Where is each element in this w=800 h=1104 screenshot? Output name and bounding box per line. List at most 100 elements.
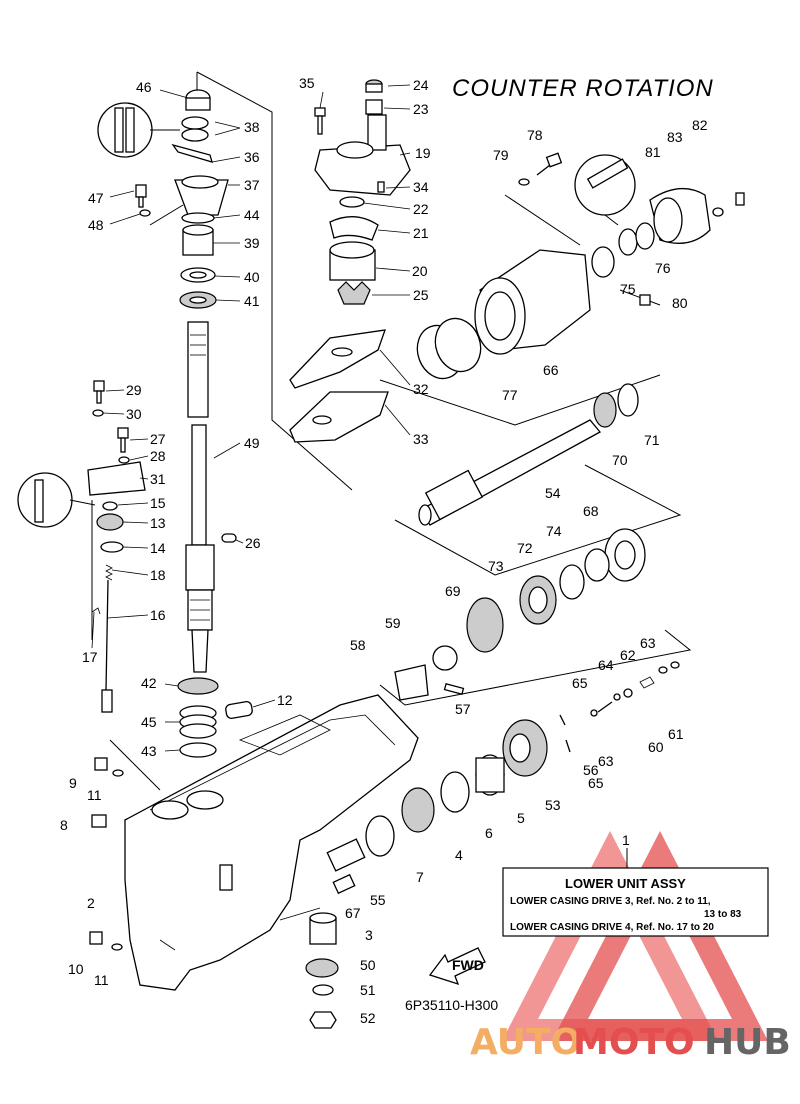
callout-73: 73	[488, 558, 504, 574]
callout-78: 78	[527, 127, 543, 143]
callout-31: 31	[150, 471, 166, 487]
callout-43: 43	[141, 743, 157, 759]
callout-26: 26	[245, 535, 261, 551]
legend-row1a: LOWER CASING DRIVE 3, Ref. No. 2 to 11,	[510, 896, 711, 907]
parts-drive-stack	[177, 533, 253, 758]
callout-23: 23	[413, 101, 429, 117]
callouts: 1 2 3 4 5 6 7 8 9 10 11 11 12 13 14 15 1…	[60, 75, 708, 1026]
callout-83: 83	[667, 129, 683, 145]
callout-4: 4	[455, 847, 463, 863]
callout-58: 58	[350, 637, 366, 653]
legend-row2: LOWER CASING DRIVE 4, Ref. No. 17 to 20	[510, 922, 714, 933]
callout-7: 7	[416, 869, 424, 885]
callout-54: 54	[545, 485, 561, 501]
callout-79: 79	[493, 147, 509, 163]
callout-27: 27	[150, 431, 166, 447]
callout-37: 37	[244, 177, 260, 193]
callout-28: 28	[150, 448, 166, 464]
callout-69: 69	[445, 583, 461, 599]
callout-34: 34	[413, 179, 429, 195]
callout-6: 6	[485, 825, 493, 841]
callout-10: 10	[68, 961, 84, 977]
callout-1: 1	[622, 832, 630, 848]
callout-38: 38	[244, 119, 260, 135]
callout-64: 64	[598, 657, 614, 673]
callout-63b: 63	[598, 753, 614, 769]
drive-shaft-49	[185, 321, 215, 673]
callout-18: 18	[150, 567, 166, 583]
callout-65a: 65	[572, 675, 588, 691]
callout-65b: 65	[588, 775, 604, 791]
callout-30: 30	[126, 406, 142, 422]
callout-35: 35	[299, 75, 315, 91]
callout-14: 14	[150, 540, 166, 556]
callout-52: 52	[360, 1010, 376, 1026]
callout-25: 25	[413, 287, 429, 303]
watermark: AUTO MOTO HUB	[470, 830, 791, 1063]
callout-29: 29	[126, 382, 142, 398]
callout-50: 50	[360, 957, 376, 973]
callout-36: 36	[244, 149, 260, 165]
callout-15: 15	[150, 495, 166, 511]
watermark-hub: HUB	[704, 1022, 791, 1063]
parts-shift-plunger	[305, 661, 680, 1029]
callout-3: 3	[365, 927, 373, 943]
callout-63a: 63	[640, 635, 656, 651]
watermark-auto: AUTO	[470, 1022, 581, 1063]
callout-53: 53	[545, 797, 561, 813]
callout-42: 42	[141, 675, 157, 691]
callout-61: 61	[668, 726, 684, 742]
parts-left-mid	[17, 380, 146, 951]
legend-box: LOWER UNIT ASSY LOWER CASING DRIVE 3, Re…	[502, 848, 769, 937]
callout-81: 81	[645, 144, 661, 160]
callout-75: 75	[620, 281, 636, 297]
callout-12: 12	[277, 692, 293, 708]
callout-47: 47	[88, 190, 104, 206]
callout-13: 13	[150, 515, 166, 531]
fwd-label: FWD	[452, 957, 484, 973]
callout-39: 39	[244, 235, 260, 251]
callout-33: 33	[413, 431, 429, 447]
callout-76: 76	[655, 260, 671, 276]
watermark-moto: MOTO	[573, 1022, 695, 1063]
callout-21: 21	[413, 225, 429, 241]
callout-67: 67	[345, 905, 361, 921]
callout-45: 45	[141, 714, 157, 730]
callout-66: 66	[543, 362, 559, 378]
callout-24: 24	[413, 77, 429, 93]
callout-17: 17	[82, 649, 98, 665]
parts-upper-left	[97, 89, 229, 309]
leader-lines	[91, 84, 411, 752]
callout-11b: 11	[94, 972, 109, 988]
legend-title: LOWER UNIT ASSY	[565, 876, 686, 891]
fwd-arrow: FWD	[428, 947, 486, 986]
diagram-title: COUNTER ROTATION	[452, 75, 714, 102]
callout-5: 5	[517, 810, 525, 826]
callout-74: 74	[546, 523, 562, 539]
callout-48: 48	[88, 217, 104, 233]
callout-56: 56	[583, 762, 599, 778]
callout-46: 46	[136, 79, 152, 95]
callout-32: 32	[413, 381, 429, 397]
callout-62: 62	[620, 647, 636, 663]
callout-80: 80	[672, 295, 688, 311]
callout-77: 77	[502, 387, 518, 403]
callout-70: 70	[612, 452, 628, 468]
callout-19: 19	[415, 145, 431, 161]
callout-60: 60	[648, 739, 664, 755]
parts-water-pump	[289, 79, 411, 443]
callout-55: 55	[370, 892, 386, 908]
callout-16: 16	[150, 607, 166, 623]
callout-9: 9	[69, 775, 77, 791]
callout-71: 71	[644, 432, 660, 448]
drawing-code: 6P35110-H300	[405, 997, 498, 1013]
callout-2: 2	[87, 895, 95, 911]
parts-prop-shaft	[394, 383, 646, 701]
watermark-triangle-right	[551, 830, 769, 1041]
callout-51: 51	[360, 982, 376, 998]
callout-59: 59	[385, 615, 401, 631]
callout-11a: 11	[87, 787, 102, 803]
callout-68: 68	[583, 503, 599, 519]
callout-57: 57	[455, 701, 471, 717]
